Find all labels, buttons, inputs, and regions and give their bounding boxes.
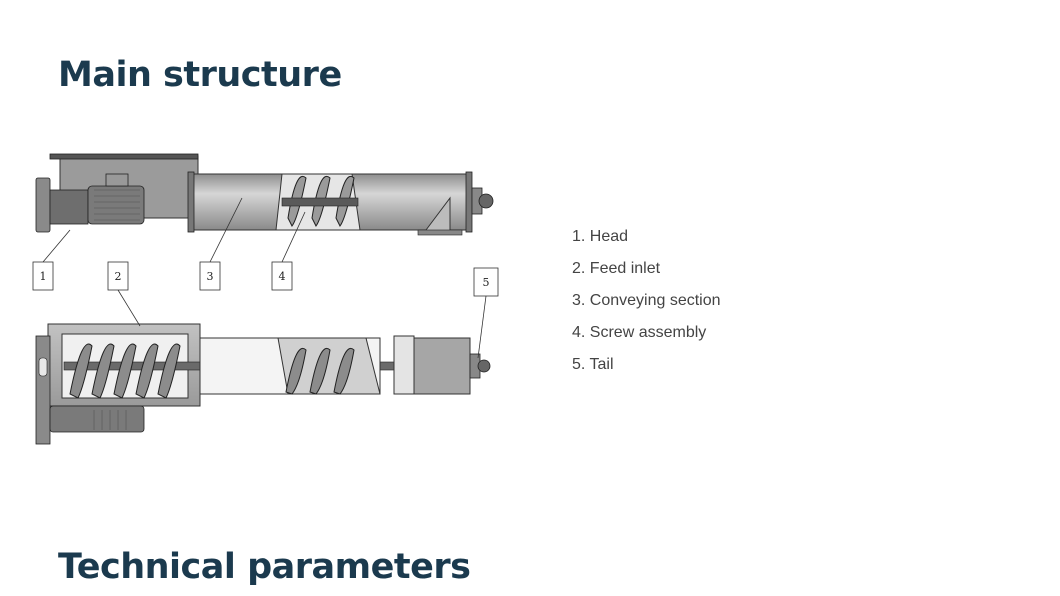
callout-3-label: 3 xyxy=(207,270,214,283)
tail-housing-top xyxy=(413,337,471,395)
technical-parameters-heading: Technical parameters xyxy=(58,547,471,587)
head-plate xyxy=(35,335,51,445)
tail-cap xyxy=(478,193,494,209)
top-view xyxy=(35,323,491,445)
callout-4-label: 4 xyxy=(279,270,286,283)
legend-item-tail: 5. Tail xyxy=(572,356,614,373)
joint-plate xyxy=(393,335,415,395)
side-view xyxy=(35,153,494,236)
hopper-flange xyxy=(49,153,199,160)
legend-item-conveying-section: 3. Conveying section xyxy=(572,292,721,309)
tube-flange-left xyxy=(187,171,195,233)
motor-terminal-box xyxy=(105,173,129,187)
screw-flights-trough xyxy=(285,347,355,395)
drive-flange xyxy=(35,177,51,233)
gearbox xyxy=(49,189,89,225)
callout-1-leader xyxy=(42,229,71,263)
callout-5-leader xyxy=(477,295,487,359)
callout-2-box xyxy=(107,261,129,291)
screw-flights-inlet xyxy=(69,343,181,399)
legend-item-screw-assembly: 4. Screw assembly xyxy=(572,324,707,341)
head-slot xyxy=(38,357,48,377)
screw-shaft-side xyxy=(281,197,359,207)
callout-2-leader xyxy=(117,289,141,327)
callout-3-leader xyxy=(209,197,243,263)
callouts: 1 2 3 4 5 xyxy=(32,197,499,359)
motor-body xyxy=(87,185,145,225)
tail-cap-top xyxy=(477,359,491,373)
main-structure-heading: Main structure xyxy=(58,55,342,95)
motor-top xyxy=(49,405,145,433)
callout-2-label: 2 xyxy=(115,270,122,283)
legend-item-feed-inlet: 2. Feed inlet xyxy=(572,260,661,277)
tube-flange-right xyxy=(465,171,473,233)
callout-1-label: 1 xyxy=(40,270,47,283)
callout-4-leader xyxy=(281,211,306,263)
screw-conveyor-diagram: 1 2 3 4 5 xyxy=(32,153,499,445)
component-legend: 1. Head 2. Feed inlet 3. Conveying secti… xyxy=(572,226,721,386)
callout-3-box xyxy=(199,261,221,291)
callout-5-box xyxy=(473,267,499,297)
callout-1-box xyxy=(32,261,54,291)
callout-4-box xyxy=(271,261,293,291)
callout-5-label: 5 xyxy=(483,276,490,289)
legend-item-head: 1. Head xyxy=(572,228,629,245)
discharge-flange xyxy=(417,229,463,236)
